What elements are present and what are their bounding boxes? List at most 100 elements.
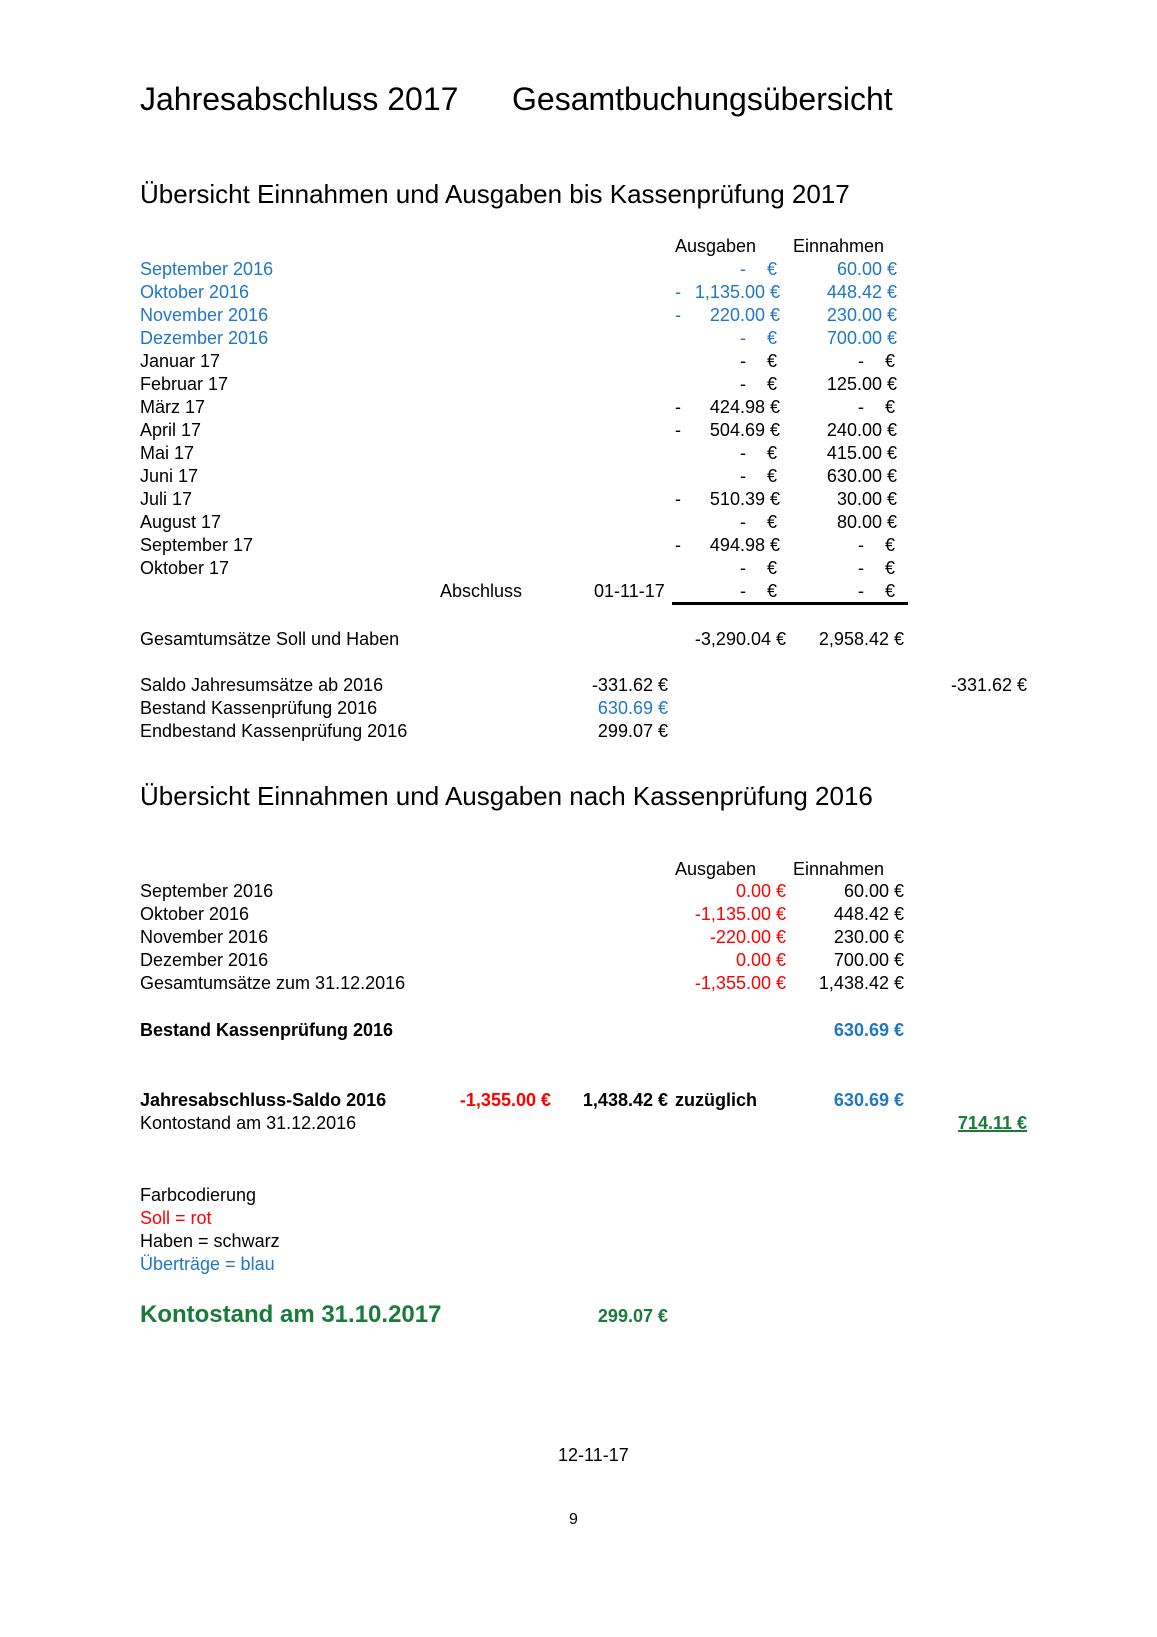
- gesamt-label: Gesamtumsätze Soll und Haben: [140, 629, 400, 649]
- row-ausgaben-euro: €: [767, 558, 778, 578]
- row-einnahmen-euro: €: [885, 558, 896, 578]
- row-ausgaben: 424.98 €: [709, 397, 780, 417]
- s2-bestand-label: Bestand Kassenprüfung 2016: [140, 1020, 394, 1040]
- row-ausgaben: -: [740, 351, 746, 371]
- row-ausgaben-euro: €: [767, 512, 778, 532]
- legend-uebertraege: Überträge = blau: [140, 1254, 275, 1274]
- row-ausgaben: 504.69 €: [709, 420, 780, 440]
- row-ausgaben-sign: -: [675, 397, 681, 417]
- abschluss-ausgaben: -: [740, 581, 746, 601]
- row-einnahmen-euro: €: [885, 397, 896, 417]
- row-ausgaben: -: [740, 443, 746, 463]
- row-einnahmen: 230.00 €: [826, 305, 897, 325]
- row-ausgaben-euro: €: [767, 328, 778, 348]
- row-einnahmen: -: [858, 397, 864, 417]
- abschluss-einnahmen: -: [858, 581, 864, 601]
- row-label: September 2016: [140, 259, 274, 279]
- jahres-label: Jahresabschluss-Saldo 2016: [140, 1090, 387, 1110]
- row-einnahmen: 448.42 €: [826, 282, 897, 302]
- abschluss-ausgaben-euro: €: [767, 581, 778, 601]
- row-ausgaben-sign: -: [675, 420, 681, 440]
- row-einnahmen: 630.00 €: [826, 466, 897, 486]
- total-rule: [672, 602, 908, 605]
- endbestand-label: Endbestand Kassenprüfung 2016: [140, 721, 408, 741]
- row-ausgaben: -220.00 €: [709, 927, 786, 947]
- row-einnahmen: 30.00 €: [836, 489, 897, 509]
- row-einnahmen: 60.00 €: [836, 259, 897, 279]
- saldo-label: Saldo Jahresumsätze ab 2016: [140, 675, 384, 695]
- row-ausgaben: -: [740, 466, 746, 486]
- section2-col-ausgaben: Ausgaben: [675, 859, 757, 879]
- row-ausgaben: -: [740, 328, 746, 348]
- section1-col-einnahmen: Einnahmen: [793, 236, 885, 256]
- section2-heading: Übersicht Einnahmen und Ausgaben nach Ka…: [140, 781, 873, 811]
- legend-title: Farbcodierung: [140, 1185, 257, 1205]
- row-einnahmen: 80.00 €: [836, 512, 897, 532]
- row-label: März 17: [140, 397, 206, 417]
- zuzueglich-label: zuzüglich: [675, 1090, 757, 1110]
- bestand-value: 630.69 €: [597, 698, 668, 718]
- row-label: Oktober 17: [140, 558, 230, 578]
- bestand-label: Bestand Kassenprüfung 2016: [140, 698, 378, 718]
- gesamt-ausgaben: -3,290.04 €: [694, 629, 786, 649]
- row-ausgaben-sign: -: [675, 489, 681, 509]
- row-label: September 17: [140, 535, 254, 555]
- row-label: September 2016: [140, 881, 274, 901]
- legend-soll: Soll = rot: [140, 1208, 212, 1228]
- abschluss-einnahmen-euro: €: [885, 581, 896, 601]
- abschluss-date: 01-11-17: [594, 581, 665, 601]
- saldo-right-value: -331.62 €: [950, 675, 1027, 695]
- page-subtitle: Gesamtbuchungsübersicht: [512, 81, 893, 117]
- row-ausgaben-sign: -: [675, 305, 681, 325]
- row-ausgaben: -1,135.00 €: [694, 904, 786, 924]
- row-einnahmen: -: [858, 535, 864, 555]
- row-ausgaben: -: [740, 558, 746, 578]
- row-ausgaben: 1,135.00 €: [694, 282, 780, 302]
- row-ausgaben: -1,355.00 €: [694, 973, 786, 993]
- row-ausgaben: -: [740, 374, 746, 394]
- section1-col-ausgaben: Ausgaben: [675, 236, 757, 256]
- row-ausgaben: 510.39 €: [709, 489, 780, 509]
- row-einnahmen: 700.00 €: [826, 328, 897, 348]
- row-label: August 17: [140, 512, 222, 532]
- final-value: 299.07 €: [597, 1306, 668, 1326]
- section1-heading: Übersicht Einnahmen und Ausgaben bis Kas…: [140, 179, 850, 209]
- row-label: November 2016: [140, 305, 269, 325]
- row-ausgaben: 220.00 €: [709, 305, 780, 325]
- konto-label: Kontostand am 31.12.2016: [140, 1113, 357, 1133]
- row-einnahmen-euro: €: [885, 535, 896, 555]
- row-ausgaben-euro: €: [767, 443, 778, 463]
- row-label: Oktober 2016: [140, 282, 250, 302]
- row-einnahmen: 60.00 €: [843, 881, 904, 901]
- row-label: Juli 17: [140, 489, 193, 509]
- final-label: Kontostand am 31.10.2017: [140, 1301, 442, 1328]
- footer-date: 12-11-17: [558, 1445, 629, 1465]
- row-label: April 17: [140, 420, 202, 440]
- row-einnahmen: 125.00 €: [826, 374, 897, 394]
- row-einnahmen: 415.00 €: [826, 443, 897, 463]
- row-label: November 2016: [140, 927, 269, 947]
- row-label: Oktober 2016: [140, 904, 250, 924]
- page-title: Jahresabschluss 2017: [140, 81, 459, 117]
- s2-bestand-value: 630.69 €: [833, 1020, 904, 1040]
- row-label: Mai 17: [140, 443, 195, 463]
- row-label: Dezember 2016: [140, 950, 269, 970]
- row-ausgaben-euro: €: [767, 466, 778, 486]
- abschluss-label: Abschluss: [440, 581, 523, 601]
- gesamt-einnahmen: 2,958.42 €: [818, 629, 904, 649]
- row-ausgaben: -: [740, 512, 746, 532]
- row-label: Dezember 2016: [140, 328, 269, 348]
- row-ausgaben-sign: -: [675, 535, 681, 555]
- row-ausgaben: 494.98 €: [709, 535, 780, 555]
- endbestand-value: 299.07 €: [597, 721, 668, 741]
- row-label: Februar 17: [140, 374, 229, 394]
- jahres-bestand: 630.69 €: [833, 1090, 904, 1110]
- row-ausgaben-euro: €: [767, 374, 778, 394]
- legend-haben: Haben = schwarz: [140, 1231, 280, 1251]
- row-ausgaben-euro: €: [767, 259, 778, 279]
- row-einnahmen: 700.00 €: [833, 950, 904, 970]
- saldo-value: -331.62 €: [591, 675, 668, 695]
- row-ausgaben: -: [740, 259, 746, 279]
- row-einnahmen: -: [858, 558, 864, 578]
